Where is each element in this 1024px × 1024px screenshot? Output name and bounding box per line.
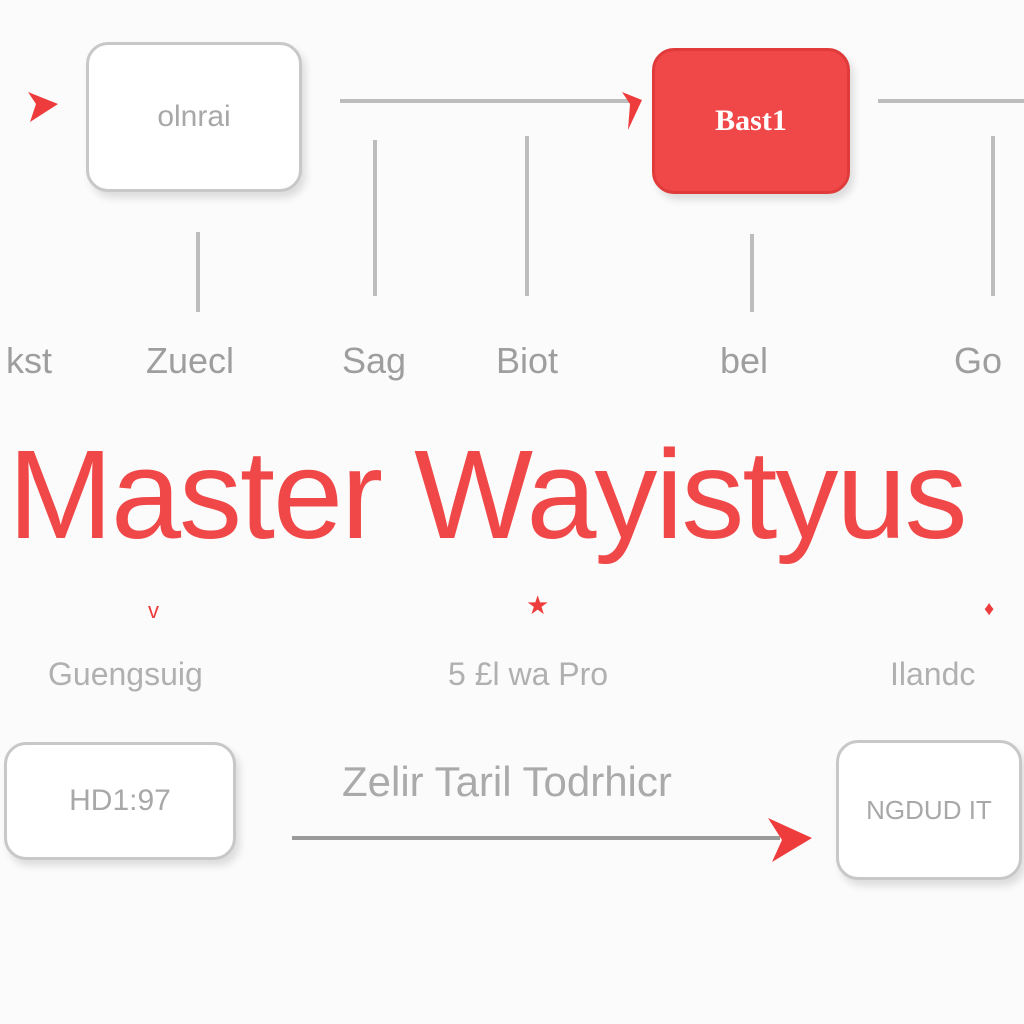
sub-label-2: 5 £l wa Pro (448, 656, 609, 692)
bottom-box-1-label: HD1:97 (69, 784, 171, 817)
arrow-icon-left (28, 92, 58, 122)
top-box-1-label: olnrai (157, 100, 231, 133)
diamond-icon: ♦ (984, 598, 995, 620)
sub-label-1: Guengsuig (48, 656, 203, 692)
bottom-box-1[interactable]: HD1:97 (4, 742, 236, 860)
top-box-2-label: Bast1 (715, 104, 787, 137)
arrow-icon-bottom (768, 818, 812, 862)
top-box-1[interactable]: olnrai (86, 42, 302, 192)
arrow-icon-top (622, 92, 642, 130)
column-label-3: Sag (342, 340, 407, 381)
sub-label-3: Ilandc (890, 656, 976, 692)
column-label-5: bel (720, 340, 769, 381)
star-icon: ★ (526, 590, 550, 620)
column-label-6: Go (954, 340, 1003, 381)
column-label-1: kst (6, 340, 53, 381)
main-title: Master Wayistyus (8, 424, 967, 565)
marker-1: v (148, 598, 159, 623)
column-label-2: Zuecl (146, 340, 235, 381)
bottom-box-2-label: NGDUD IT (866, 794, 992, 825)
top-box-2-highlighted[interactable]: Bast1 (652, 48, 850, 194)
bottom-box-2[interactable]: NGDUD IT (836, 740, 1022, 880)
bottom-caption: Zelir Taril Todrhicr (342, 758, 672, 805)
column-label-4: Biot (496, 340, 559, 381)
